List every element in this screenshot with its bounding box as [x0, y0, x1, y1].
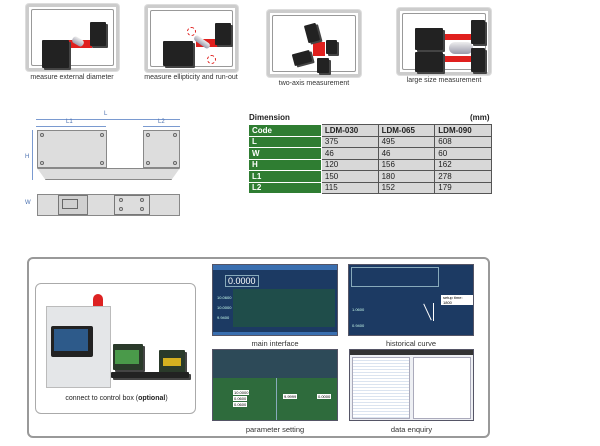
- param-value: 0.0600: [233, 402, 248, 407]
- row-label: L: [248, 135, 322, 148]
- cell: 495: [377, 135, 436, 148]
- optional-label: optional: [138, 395, 166, 402]
- cell: 150: [320, 170, 379, 183]
- param-value: 9.9999: [283, 394, 298, 399]
- alarm-light-icon: [93, 294, 103, 307]
- cell: 375: [320, 135, 379, 148]
- tick-label: 0.9400: [352, 323, 365, 328]
- cell: 115: [320, 181, 379, 194]
- cell: 180: [377, 170, 436, 183]
- label-W: W: [25, 200, 31, 206]
- app-caption: two-axis measurement: [278, 80, 350, 87]
- row-label: H: [248, 158, 322, 171]
- label-H: H: [25, 154, 30, 160]
- label-L2: L2: [158, 119, 165, 125]
- dimension-unit: (mm): [470, 113, 490, 122]
- app-caption: large size measurement: [406, 77, 482, 84]
- header-cell: LDM-030: [320, 124, 379, 137]
- tick-label: 1.0600: [352, 307, 365, 312]
- cell: 46: [377, 147, 436, 160]
- header-cell: LDM-090: [434, 124, 492, 137]
- row-label: W: [248, 147, 322, 160]
- control-box-card: connect to control box (optional): [35, 283, 196, 414]
- dimension-title: Dimension: [249, 113, 290, 122]
- screenshot-historical-curve: setup time: 1800 1.0600 0.9400: [348, 264, 474, 336]
- param-value: 0.0600: [233, 396, 248, 401]
- cell: 60: [434, 147, 492, 160]
- label-L1: L1: [66, 119, 73, 125]
- setup-time: setup time: 1800: [441, 295, 473, 305]
- cell: 608: [434, 135, 492, 148]
- row-label: L1: [248, 170, 322, 183]
- screen-caption: historical curve: [385, 339, 437, 348]
- tick-label: 9.9400: [217, 315, 230, 320]
- header-cell: Code: [248, 124, 322, 137]
- cell: 162: [434, 158, 492, 171]
- header-cell: LDM-065: [377, 124, 436, 137]
- screenshot-parameter-setting: 10.0000 0.0600 0.0600 9.9999 0.0000: [212, 349, 338, 421]
- cell: 152: [377, 181, 436, 194]
- app-image-ellipticity: [145, 5, 238, 72]
- software-panel: [27, 257, 490, 438]
- main-reading: 0.0000: [225, 275, 259, 287]
- caption-suffix: ): [165, 395, 168, 402]
- control-box-caption: connect to control box (: [65, 395, 139, 402]
- screenshot-main-interface: 0.0000 10.0600 10.0000 9.9400: [212, 264, 338, 336]
- cell: 120: [320, 158, 379, 171]
- cell: 278: [434, 170, 492, 183]
- screen-caption: parameter setting: [245, 425, 305, 434]
- app-caption: measure ellipticity and run-out: [144, 74, 238, 81]
- label-L: L: [104, 111, 108, 117]
- param-value: 10.0000: [233, 390, 250, 395]
- cell: 46: [320, 147, 379, 160]
- table-header-row: Code LDM-030 LDM-065 LDM-090: [248, 124, 492, 137]
- row-label: L2: [248, 181, 322, 194]
- app-image-large-size: [397, 8, 491, 75]
- tick-label: 10.0600: [217, 295, 232, 300]
- screen-caption: main interface: [251, 339, 299, 348]
- tick-label: 10.0000: [217, 305, 232, 310]
- app-caption: measure external diameter: [30, 74, 114, 81]
- app-image-two-axis: [267, 10, 361, 77]
- screenshot-data-enquiry: [349, 349, 474, 421]
- cell: 156: [377, 158, 436, 171]
- param-value: 0.0000: [317, 394, 332, 399]
- screen-caption: data enquiry: [390, 425, 433, 434]
- sensor-image: [111, 344, 191, 382]
- dimension-drawing: L L1 L2 H W: [25, 111, 188, 216]
- app-image-external-diameter: [26, 4, 119, 71]
- cell: 179: [434, 181, 492, 194]
